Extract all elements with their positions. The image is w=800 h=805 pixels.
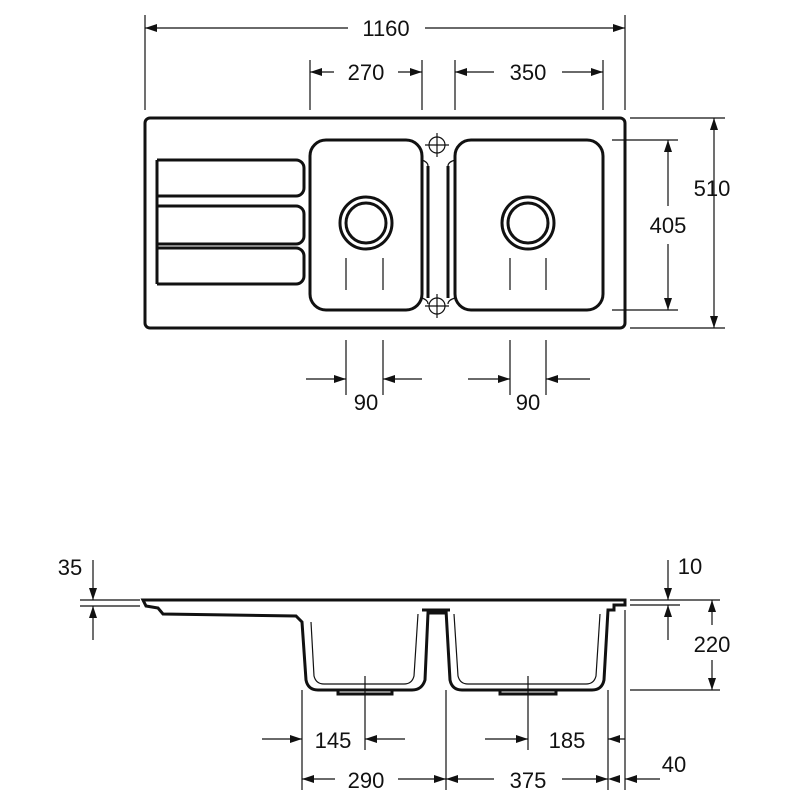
dimension-left-bowl-width: 270 (310, 60, 422, 85)
sink-outline (143, 116, 627, 330)
label-overall-width: 1160 (362, 16, 409, 41)
sink-profile (140, 598, 627, 692)
right-bowl (453, 138, 605, 312)
left-drain (338, 195, 394, 251)
tap-hole-marker-icon (425, 133, 449, 157)
dimension-left-drain-offset: 90 (306, 375, 422, 415)
top-view: 1160 270 350 510 (143, 15, 731, 415)
label-overall-depth: 510 (694, 176, 731, 201)
dimension-bowl-depth: 405 (650, 140, 687, 310)
drainer-grooves (155, 158, 306, 286)
label-right-drain-offset: 90 (516, 390, 540, 415)
label-edge-offset: 40 (662, 752, 686, 777)
dimension-overall-width: 1160 (145, 16, 625, 41)
label-left-bowl-width-side: 290 (348, 768, 385, 793)
overflow-marker-icon (425, 294, 449, 318)
dimension-left-drain-offset-side: 145 (262, 728, 405, 753)
label-right-bowl-width-side: 375 (510, 768, 547, 793)
center-bridge (426, 166, 450, 298)
label-rim-height: 35 (58, 555, 82, 580)
label-bowl-height: 220 (694, 632, 731, 657)
label-left-drain-offset: 90 (354, 390, 378, 415)
side-view: 35 10 220 145 (58, 554, 731, 793)
label-bowl-depth: 405 (650, 213, 687, 238)
dimension-edge-offset: 40 (608, 752, 686, 783)
label-right-drain-offset-side: 185 (549, 728, 586, 753)
dimension-left-bowl-width-side: 290 (302, 768, 446, 793)
dimension-right-drain-offset-side: 185 (485, 728, 625, 753)
dimension-flange-thickness: 10 (664, 554, 702, 640)
label-left-bowl-width: 270 (348, 60, 385, 85)
dimension-overall-depth: 510 (694, 118, 731, 328)
label-flange-thickness: 10 (678, 554, 702, 579)
dimension-right-bowl-width: 350 (455, 60, 603, 85)
dimension-right-drain-offset: 90 (468, 375, 590, 415)
dimension-right-bowl-width-side: 375 (446, 768, 608, 793)
left-bowl (308, 138, 424, 312)
right-drain (500, 195, 556, 251)
label-right-bowl-width: 350 (510, 60, 547, 85)
dimension-bowl-height: 220 (694, 600, 731, 690)
label-left-drain-offset-side: 145 (315, 728, 352, 753)
dimension-rim-height: 35 (58, 555, 97, 640)
